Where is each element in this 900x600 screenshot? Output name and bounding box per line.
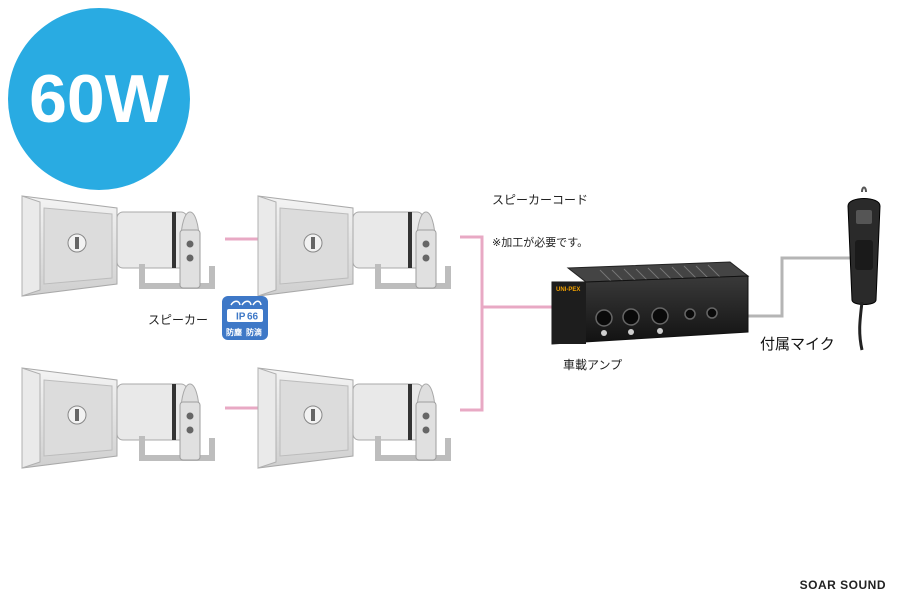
amp-brand-logo: UNI-PEX [556,287,581,293]
speaker-cord-label: スピーカーコード [492,193,589,207]
speaker-bottom-left [22,368,212,468]
hand-microphone [847,186,881,351]
power-badge-text: 60W [29,61,169,137]
speaker-bottom-right [258,368,448,468]
footer-brand: SOAR SOUND [799,578,886,592]
svg-text:防塵: 防塵 [226,327,242,337]
car-amplifier [551,261,750,345]
svg-text:66: 66 [247,312,259,323]
power-badge: 60W [8,8,190,190]
speaker-cord [225,235,556,412]
mic-cord [742,256,856,318]
speaker-top-left [22,196,212,296]
ip66-badge: IP 66 防塵 防滴 [222,296,268,340]
svg-text:防滴: 防滴 [246,327,262,337]
microphone-label: 付属マイク [760,335,835,353]
speaker-label: スピーカー [148,313,209,327]
svg-text:IP: IP [236,312,246,323]
amplifier-label: 車載アンプ [563,358,623,372]
processing-note: ※加工が必要です。 [492,236,589,249]
speaker-top-right [258,196,448,296]
